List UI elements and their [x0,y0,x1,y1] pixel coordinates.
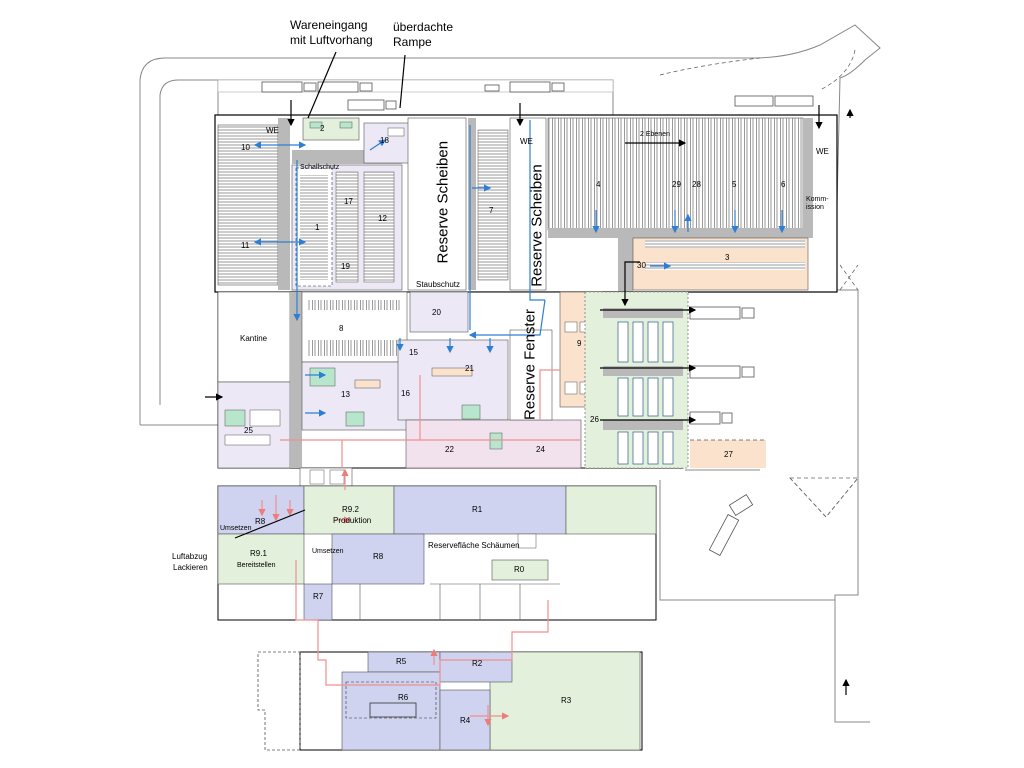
annotation-lackieren: Lackieren [173,563,208,572]
room-r5: R5 [396,657,407,666]
rack-block-10-11 [217,118,290,290]
room-r2: R2 [472,659,483,668]
area-29: 29 [672,180,681,189]
area-17: 17 [344,197,353,206]
area-18: 18 [380,136,389,145]
label-schallschutz: Schallschutz [300,164,340,171]
area-16: 16 [401,389,410,398]
annotation-luftabzug: Luftabzug [172,552,208,561]
area-1: 1 [315,223,320,232]
label-reserve-fenster: Reserve Fenster [521,309,539,420]
dashed-markings [659,49,859,518]
area-20: 20 [432,308,441,317]
annotation-wareneingang: Wareneingang [290,18,368,32]
room-r6: R6 [398,693,409,702]
label-bereitstellen: Bereitstellen [237,562,276,569]
area-15: 15 [409,348,418,357]
room-r0: R0 [514,565,525,574]
area-13: 13 [341,390,350,399]
black-arrows [205,51,854,695]
annotation-ueberdachte: überdachte [393,20,454,34]
area-6: 6 [781,180,786,189]
annotation-luftvorhang: mit Luftvorhang [290,33,373,47]
area-12: 12 [378,214,387,223]
label-produktion: Produktion [333,516,372,525]
label-staubschutz: Staubschutz [416,280,461,289]
room-r8b: R8 [373,552,384,561]
area-5: 5 [732,180,737,189]
room-r91: R9.1 [250,549,267,558]
room-r3: R3 [561,696,572,705]
area-10: 10 [241,143,250,152]
label-kommissionieren: Komm- ission [806,196,829,212]
area-25: 25 [244,426,253,435]
ramp-trucks [261,81,814,111]
label-we-mid: WE [520,137,533,146]
room-r7: R7 [313,592,324,601]
label-umsetzen-1: Umsetzen [220,525,252,532]
material-flow-blue [253,120,786,417]
label-kantine: Kantine [240,334,268,343]
label-we-left: WE [266,126,279,135]
material-flow-red [258,369,580,727]
label-we-right: WE [816,147,829,156]
area-22: 22 [445,445,454,454]
area-8: 8 [339,324,344,333]
area-26: 26 [590,415,599,424]
area-4: 4 [596,180,601,189]
area-9: 9 [577,339,582,348]
trucks-right [689,306,755,557]
room-r92: R9.2 [342,505,359,514]
area-30: 30 [637,261,646,270]
room-r8a: R8 [255,517,266,526]
label-2-ebenen: 2 Ebenen [640,131,670,138]
area-2: 2 [320,124,325,133]
label-umsetzen-2: Umsetzen [312,548,344,555]
label-reserve-scheiben-1: Reserve Scheiben [434,140,452,264]
area-27: 27 [724,450,733,459]
room-r4: R4 [460,716,471,725]
area-3: 3 [725,253,730,262]
area-28: 28 [692,180,701,189]
label-reserveflaeche: Reservefläche Schäumen [428,541,520,550]
area-7: 7 [489,206,494,215]
reserve-scheiben-area-1 [407,117,467,291]
label-reserve-scheiben-2: Reserve Scheiben [528,164,546,287]
area-24: 24 [536,445,545,454]
area-11: 11 [241,241,250,250]
room-r1: R1 [472,505,483,514]
area-19: 19 [341,262,350,271]
area-21: 21 [465,364,474,373]
rack-block-4-29-28-5-6 [547,117,813,238]
outside-road [139,24,881,723]
annotation-rampe: Rampe [393,35,432,49]
